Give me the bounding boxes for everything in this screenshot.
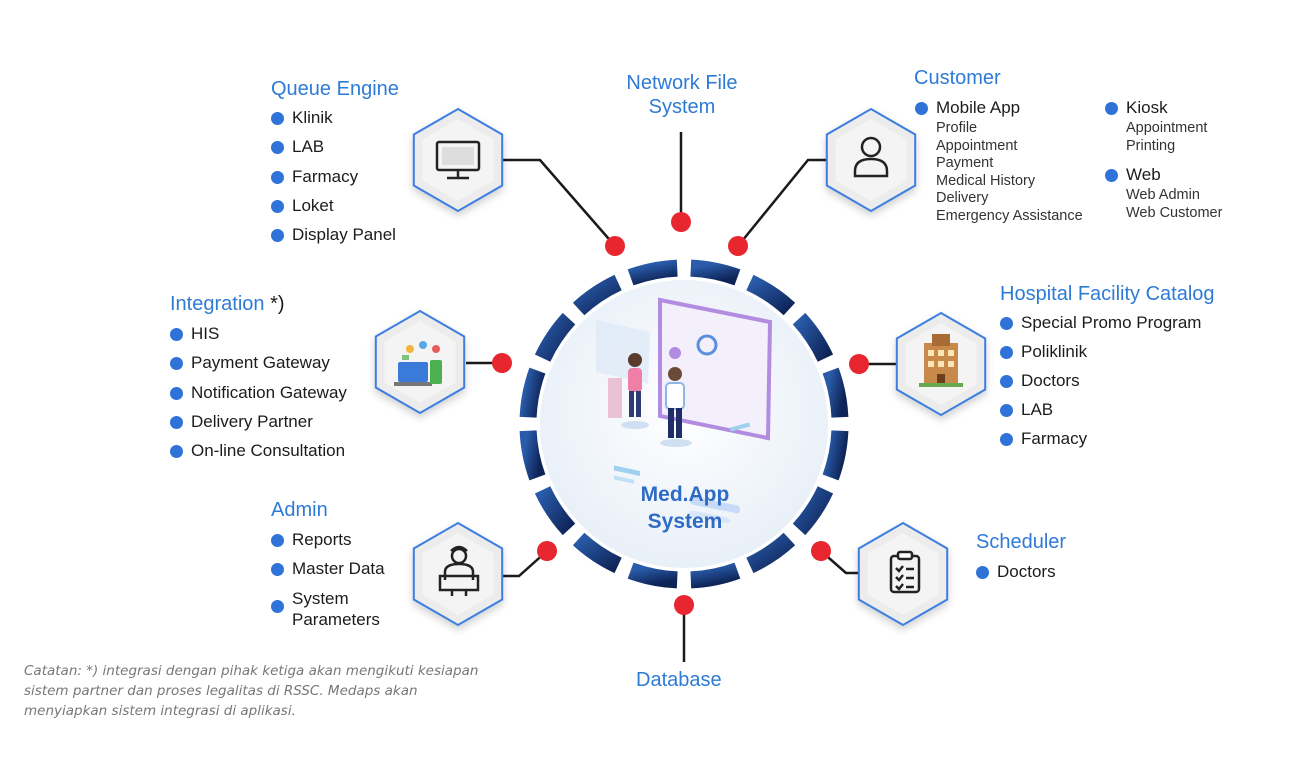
ring-segment: [534, 486, 576, 536]
center-illustration: [596, 297, 773, 524]
ring-segment: [690, 259, 741, 286]
ring-segments: [519, 259, 849, 589]
integration-title: Integration *): [170, 292, 285, 316]
sub-item: Web Admin: [1126, 187, 1200, 203]
list-item: LAB: [1000, 399, 1201, 428]
list-item: Reports: [271, 529, 392, 558]
sub-item: Delivery: [936, 190, 989, 207]
list-item: Notification Gateway: [170, 382, 347, 411]
kiosk-label: Kiosk: [1105, 97, 1168, 126]
list-item: Poliklinik: [1000, 341, 1201, 370]
integration-list: HIS Payment Gateway Notification Gateway…: [170, 323, 347, 469]
monitor-icon: [435, 140, 481, 180]
ring-segment: [690, 562, 741, 589]
list-item: Doctors: [976, 561, 1056, 590]
user-icon: [853, 136, 889, 178]
queue-engine-list: Klinik LAB Farmacy Loket Display Panel: [271, 107, 396, 253]
customer-mobile-app: Mobile App: [915, 97, 1020, 126]
ring-segment: [792, 312, 834, 362]
sub-item: Appointment: [1126, 120, 1208, 136]
list-item: Delivery Partner: [170, 411, 347, 440]
kiosk-sublist: Appointment Printing: [1126, 120, 1207, 155]
admin-title: Admin: [271, 499, 328, 521]
list-item: Klinik: [271, 107, 396, 136]
devices-icon: [394, 341, 442, 386]
list-item: Farmacy: [1000, 428, 1201, 457]
building-icon: [919, 334, 963, 387]
list-item: On-line Consultation: [170, 440, 347, 469]
admin-hexagon: [412, 521, 504, 627]
mobile-app-sublist: Profile Appointment Payment Medical Hist…: [936, 120, 1083, 226]
mobile-app-label: Mobile App: [915, 97, 1020, 126]
scheduler-hexagon: [857, 521, 949, 627]
scheduler-list: Doctors: [976, 561, 1056, 590]
sub-item: Web Customer: [1126, 204, 1223, 221]
hospital-facility-catalog-list: Special Promo Program Poliklinik Doctors…: [1000, 312, 1201, 457]
sub-item: Profile: [936, 120, 978, 136]
ring-segment: [822, 430, 849, 481]
list-item: Display Panel: [271, 224, 396, 253]
admin-list: Reports Master Data System Parameters: [271, 529, 392, 630]
integration-title-text: Integration: [170, 293, 265, 315]
hospital-facility-catalog-title: Hospital Facility Catalog: [1000, 283, 1215, 305]
ring-segment: [746, 532, 796, 574]
list-item: Doctors: [1000, 370, 1201, 399]
scheduler-title: Scheduler: [976, 531, 1067, 553]
queue-engine-title: Queue Engine: [271, 78, 399, 100]
clipboard-icon: [889, 550, 921, 594]
ring-segment: [572, 532, 622, 574]
list-item: Loket: [271, 195, 396, 224]
center-label: Med.App System: [600, 481, 770, 535]
list-item: Farmacy: [271, 166, 396, 195]
network-file-system-title-line2: System: [648, 96, 716, 118]
sub-item: Emergency Assistance: [936, 207, 1083, 224]
sub-item: Appointment: [936, 137, 1018, 154]
web-sublist: Web Admin Web Customer: [1126, 187, 1222, 222]
ring-segment: [822, 367, 849, 418]
connector-dots: [492, 212, 869, 615]
customer-web: Web: [1105, 164, 1161, 193]
list-item: Payment Gateway: [170, 352, 347, 381]
center-label-line1: Med.App: [640, 483, 730, 506]
list-item: LAB: [271, 136, 396, 165]
ring-segment: [534, 312, 576, 362]
database-title: Database: [636, 669, 722, 691]
ring-segment: [627, 259, 678, 286]
list-item: System Parameters: [271, 588, 392, 630]
sub-item: Payment: [936, 155, 994, 172]
web-label: Web: [1105, 164, 1161, 193]
center-label-line2: System: [647, 510, 723, 533]
list-item: Master Data: [271, 558, 392, 587]
network-file-system-title: Network File System: [612, 71, 752, 119]
ring-segment: [746, 274, 796, 316]
admin-worker-icon: [438, 545, 480, 596]
ring-segment: [572, 274, 622, 316]
ring-segment: [519, 367, 546, 418]
list-item: Special Promo Program: [1000, 312, 1201, 341]
network-file-system-title-line1: Network File: [626, 72, 738, 94]
sub-item: Medical History: [936, 172, 1036, 189]
customer-kiosk: Kiosk: [1105, 97, 1168, 126]
ring-segment: [627, 562, 678, 589]
customer-title: Customer: [914, 67, 1001, 89]
sub-item: Printing: [1126, 137, 1176, 154]
ring-segment: [792, 486, 834, 536]
list-item: HIS: [170, 323, 347, 352]
integration-footnote-mark: *): [270, 293, 285, 315]
footnote: Catatan: *) integrasi dengan pihak ketig…: [24, 663, 479, 719]
ring-segment: [519, 430, 546, 481]
